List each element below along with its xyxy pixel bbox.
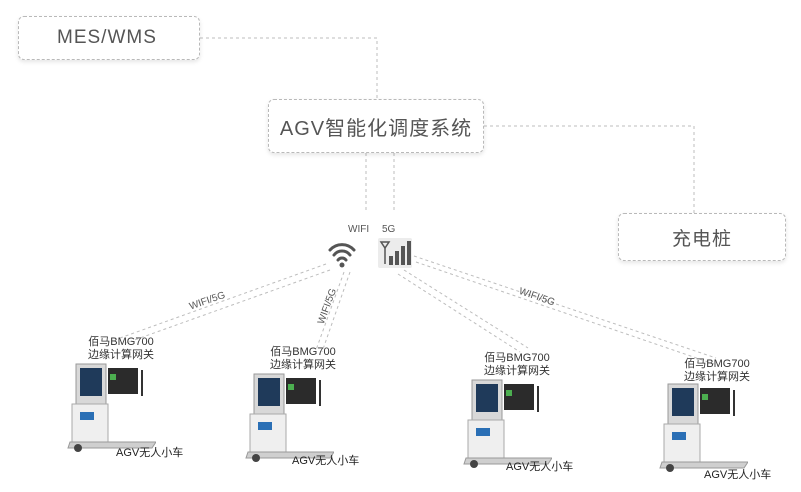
agv-label: AGV无人小车 <box>116 447 184 459</box>
gateway-label: 佰马BMG700 边缘计算网关 <box>684 358 750 383</box>
5g-label: 5G <box>382 224 396 235</box>
gateway-label: 佰马BMG700 边缘计算网关 <box>270 346 336 371</box>
scheduling-system-label: AGV智能化调度系统 <box>279 117 473 140</box>
gateway-label: 佰马BMG700 边缘计算网关 <box>88 336 154 361</box>
agv-vehicle-icon <box>245 373 334 462</box>
charging-pile-label: 充电桩 <box>671 228 732 250</box>
cellular-5g-icon <box>378 238 412 268</box>
wifi-label: WIFI <box>348 224 370 235</box>
mes-wms-node: MES/WMS <box>18 16 200 60</box>
agv-label: AGV无人小车 <box>292 455 360 467</box>
agv-vehicle-icon <box>67 363 156 452</box>
agv-label: AGV无人小车 <box>506 461 574 473</box>
wifi-icon <box>328 243 356 268</box>
gateway-label: 佰马BMG700 边缘计算网关 <box>484 352 550 377</box>
mes-wms-label: MES/WMS <box>57 27 157 48</box>
agv-scheduling-system-node: AGV智能化调度系统 <box>268 99 484 153</box>
agv-label: AGV无人小车 <box>704 469 772 481</box>
agv-vehicle-icon <box>463 379 552 468</box>
agv-vehicle-icon <box>659 383 748 472</box>
charging-pile-node: 充电桩 <box>618 213 786 261</box>
